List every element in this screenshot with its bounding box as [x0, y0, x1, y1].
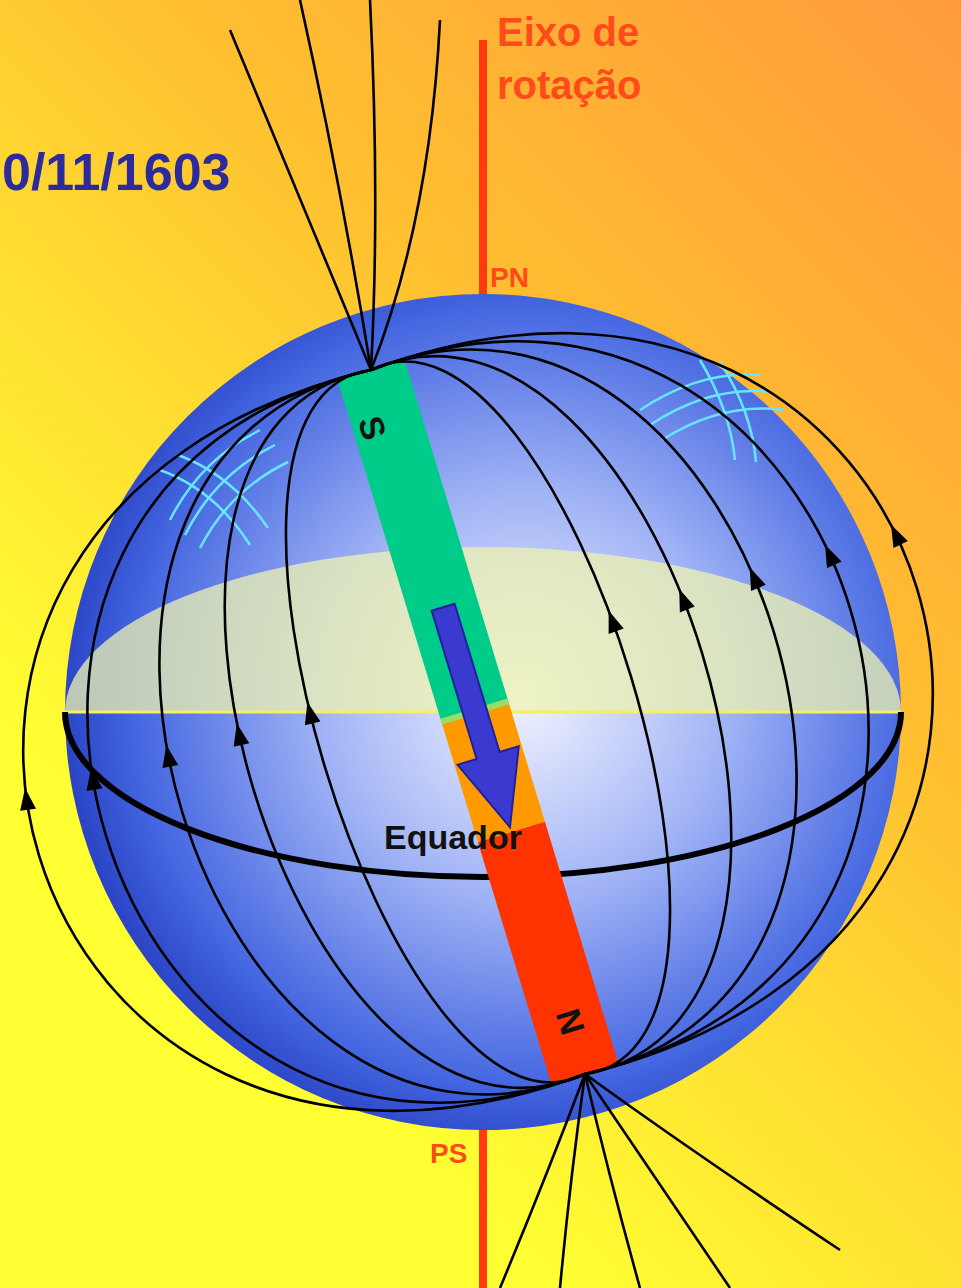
field-line	[225, 370, 585, 1088]
field-line	[371, 350, 797, 1074]
globe	[65, 294, 901, 1130]
field-arrow	[234, 724, 250, 747]
field-arrow	[750, 568, 766, 591]
field-line	[500, 1074, 585, 1288]
rotation-axis	[479, 1126, 487, 1288]
field-line	[87, 370, 585, 1103]
pole-label: PN	[490, 262, 529, 294]
field-line	[585, 1074, 840, 1250]
field-arrow	[20, 788, 36, 811]
field-arrow	[305, 702, 321, 725]
field-line	[159, 370, 585, 1094]
field-arrow	[163, 745, 179, 768]
bar-magnet	[338, 360, 619, 1085]
field-line	[371, 20, 440, 370]
field-line	[371, 362, 670, 1074]
date-label: 0/11/1603	[2, 143, 230, 203]
rotation-axis	[479, 40, 487, 302]
field-line	[300, 0, 371, 370]
equator-label: Equador	[384, 818, 522, 857]
field-line	[585, 1074, 730, 1288]
field-line	[23, 370, 585, 1111]
field-arrow	[87, 768, 103, 791]
field-line	[371, 341, 869, 1074]
field-line	[371, 333, 933, 1074]
field-line	[370, 0, 375, 370]
field-line	[230, 30, 371, 370]
field-arrow	[891, 525, 908, 548]
field-line	[286, 370, 585, 1082]
field-arrow	[825, 545, 841, 568]
field-arrow	[679, 589, 695, 612]
field-line	[371, 356, 731, 1074]
field-arrow	[609, 610, 624, 633]
pole-label: PS	[430, 1138, 467, 1170]
axis-label: Eixo de rotação	[497, 6, 641, 112]
